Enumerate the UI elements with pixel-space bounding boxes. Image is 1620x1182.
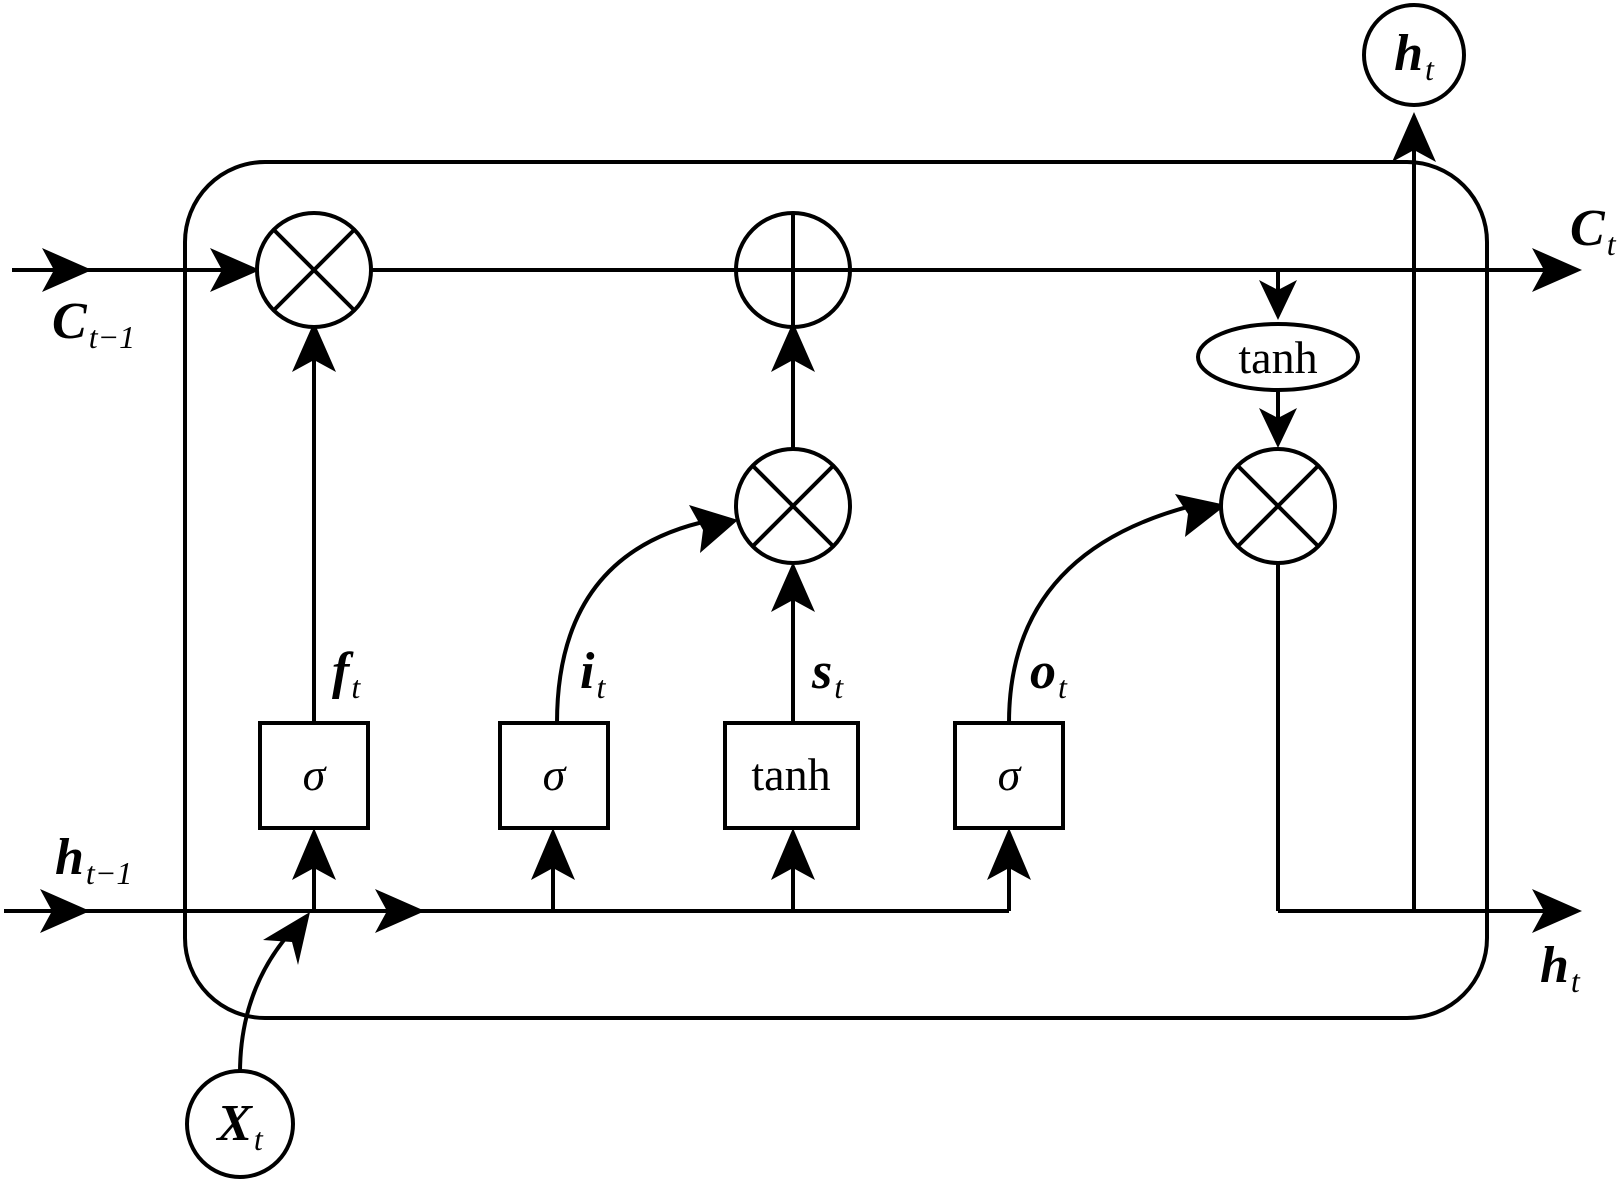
cell-add-node — [734, 211, 852, 329]
hidden-out-arrow — [1532, 889, 1582, 933]
input-gate-arrow — [689, 505, 738, 553]
x-input-arrow — [263, 912, 310, 965]
cell-boundary — [183, 160, 1489, 1020]
output-gate-curve — [1007, 503, 1196, 724]
output-multiply-node — [1219, 447, 1337, 565]
cell-tanh-node — [1196, 322, 1360, 392]
candidate-gate-label: tanh — [751, 749, 830, 800]
forget-multiply-node — [255, 211, 373, 329]
hidden-prev-label: ht−1 — [55, 829, 132, 891]
input-gate-curve — [555, 518, 713, 724]
hidden-next-label: ht — [1540, 937, 1581, 999]
candidate-gate-box — [723, 721, 860, 830]
cell-to-tanh-arrow — [1259, 280, 1297, 320]
cell-prev-label: Ct−1 — [52, 293, 135, 355]
cell-out-arrow — [1532, 248, 1582, 292]
hidden-in-arrow-2 — [375, 889, 425, 933]
x-input-node — [185, 1069, 295, 1179]
forget-feed-arrow — [292, 828, 336, 880]
input-feed-arrow — [531, 828, 575, 880]
cell-tanh-label: tanh — [1238, 332, 1317, 383]
tanh-to-mult-arrow — [1259, 408, 1297, 448]
candidate-output-label: st — [811, 643, 844, 705]
candidate-path-arrow — [771, 562, 815, 612]
output-gate-output-label: ot — [1030, 643, 1068, 705]
input-output-label: it — [580, 643, 606, 705]
x-input-curve — [238, 923, 299, 1074]
forget-gate-box — [258, 721, 370, 830]
hidden-top-label: ht — [1394, 25, 1435, 87]
candidate-feed-arrow — [771, 828, 815, 880]
cell-next-label: Ct — [1570, 200, 1617, 262]
output-gate-label: σ — [998, 749, 1023, 800]
forget-output-label: ft — [332, 643, 361, 705]
hidden-up-arrow — [1392, 112, 1436, 162]
output-gate-box — [953, 721, 1065, 830]
forget-path-arrow — [292, 322, 336, 372]
input-gate-box — [498, 721, 610, 830]
hidden-output-node — [1362, 3, 1466, 107]
hidden-in-arrow-1 — [40, 889, 90, 933]
input-multiply-node — [734, 447, 852, 565]
output-gate-arrow — [1175, 494, 1226, 537]
input-to-add-arrow — [771, 322, 815, 372]
cell-in-arrow-2 — [210, 248, 260, 292]
cell-in-arrow-1 — [42, 248, 92, 292]
input-gate-label: σ — [543, 749, 568, 800]
forget-gate-label: σ — [303, 749, 328, 800]
output-feed-arrow — [987, 828, 1031, 880]
x-input-label: Xt — [215, 1095, 264, 1157]
